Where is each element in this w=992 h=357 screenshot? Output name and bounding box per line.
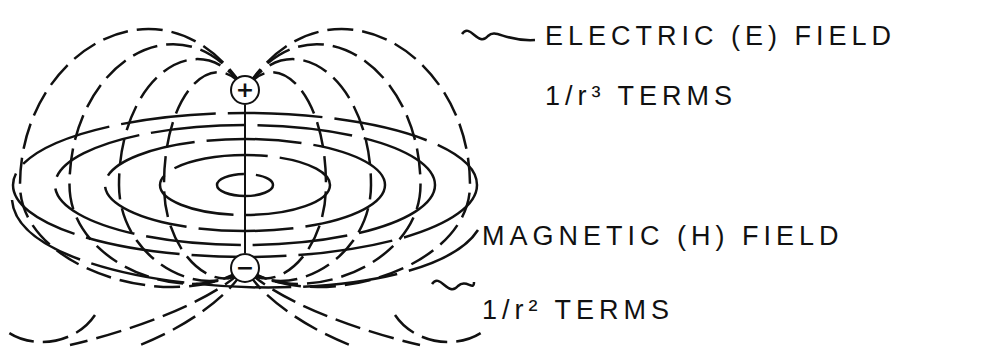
- field-name: MAGNETIC (H) FIELD: [482, 222, 844, 252]
- leader-line: [432, 281, 474, 289]
- field-terms: 1/r³ TERMS: [545, 82, 737, 112]
- electric-field-line: [70, 44, 246, 284]
- charge-sign: +: [236, 79, 254, 101]
- electric-field-line: [245, 44, 421, 284]
- field-name: ELECTRIC (E) FIELD: [545, 22, 896, 52]
- electric-field-line: [245, 268, 420, 345]
- charge-circle: −: [230, 253, 260, 283]
- charge-sign: −: [236, 257, 254, 279]
- electric-field-line: [245, 268, 350, 345]
- charge-circle: +: [230, 75, 260, 105]
- electric-field-line: [395, 315, 485, 342]
- leader-line: [462, 31, 535, 40]
- electric-field-lines: [5, 29, 485, 345]
- electric-field-line: [5, 315, 95, 342]
- field-terms: 1/r² TERMS: [482, 296, 674, 326]
- dipole-axis: [244, 105, 246, 253]
